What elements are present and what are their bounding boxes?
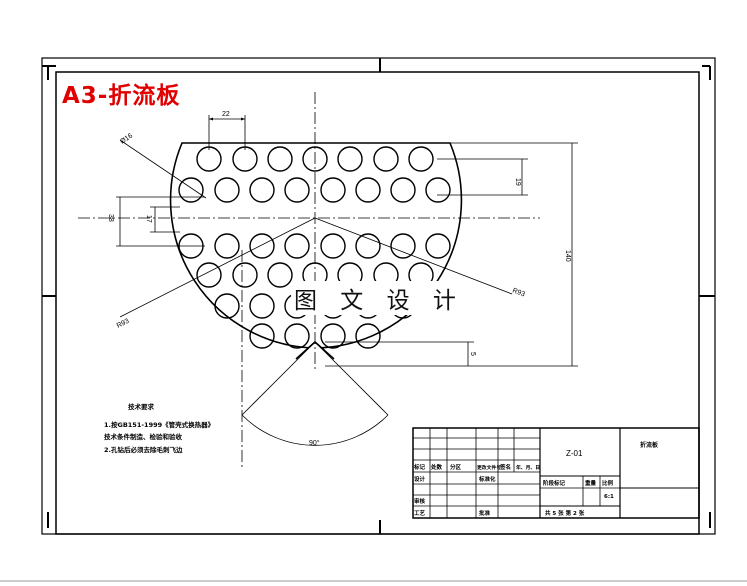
tube-hole <box>196 262 222 288</box>
tube-hole <box>249 177 275 203</box>
notes-line-1: 1.按GB151-1999《管壳式换热器》 <box>104 420 214 429</box>
tube-hole <box>178 177 204 203</box>
tube-hole <box>232 146 258 172</box>
tb-scale-value: 6:1 <box>604 494 614 500</box>
dim-row-pitch: 19 <box>514 178 521 186</box>
tube-hole <box>425 177 451 203</box>
tube-hole <box>196 146 222 172</box>
tube-hole <box>284 177 310 203</box>
tube-hole <box>408 146 434 172</box>
dim-hole-dia: Ø16 <box>119 132 134 145</box>
dim-left-inner: 17 <box>145 215 152 223</box>
tb-h-zone: 分区 <box>450 463 462 471</box>
tube-hole <box>355 233 381 259</box>
tb-part-name: 折流板 <box>640 441 659 449</box>
tube-hole <box>337 146 363 172</box>
tube-hole <box>320 323 346 349</box>
dimension-lines <box>116 115 578 446</box>
watermark-text: 图 文 设 计 <box>291 281 467 315</box>
technical-notes: 技术要求 1.按GB151-1999《管壳式换热器》 技术条件制造、检验和验收 … <box>104 402 214 454</box>
tb-h-date: 年、月、日 <box>516 464 540 471</box>
tb-drawing-no: Z-01 <box>566 449 583 458</box>
tube-hole <box>373 146 399 172</box>
tb-h-docno: 更改文件号 <box>477 464 501 471</box>
tb-r-scale: 比例 <box>602 479 614 487</box>
tb-h-mark: 标记 <box>413 463 426 471</box>
dim-angle: 90° <box>309 439 320 447</box>
notes-line-3: 2.孔钻后必须去除毛刺飞边 <box>104 445 183 454</box>
dim-radius-right: R93 <box>511 287 526 298</box>
tube-hole <box>425 233 451 259</box>
tube-hole <box>214 177 240 203</box>
tube-hole <box>390 177 416 203</box>
title-block <box>412 427 700 519</box>
tube-hole <box>267 146 293 172</box>
tube-hole <box>249 323 275 349</box>
tube-hole <box>302 146 328 172</box>
tb-r-approve: 批准 <box>479 509 491 517</box>
baffle-plate-outline <box>169 142 463 349</box>
drawing-title: A3-折流板 <box>62 83 181 109</box>
tube-hole <box>284 233 310 259</box>
dim-radius-left: R93 <box>116 318 131 330</box>
tube-hole <box>214 293 240 319</box>
tb-r-stage: 阶段标记 <box>543 479 566 487</box>
frame-ticks <box>42 58 715 534</box>
dim-left-outer: 38 <box>107 214 114 222</box>
tube-hole <box>355 323 381 349</box>
dim-pitch-top: 22 <box>222 111 230 118</box>
tube-hole <box>390 233 416 259</box>
tube-hole <box>249 293 275 319</box>
notes-line-2: 技术条件制造、检验和验收 <box>104 432 183 441</box>
inner-frame <box>55 71 700 535</box>
tube-hole <box>232 262 258 288</box>
tb-r-process: 工艺 <box>414 509 426 517</box>
tube-hole <box>355 177 381 203</box>
tb-r-check: 审核 <box>414 497 426 505</box>
title-block-texts: 标记 处数 分区 更改文件号 签名 年、月、日 设计 标准化 阶段标记 重量 比… <box>413 441 659 517</box>
tube-hole <box>284 323 310 349</box>
tube-hole <box>267 262 293 288</box>
notes-heading: 技术要求 <box>128 402 155 411</box>
tube-hole <box>249 233 275 259</box>
tb-r-std: 标准化 <box>478 475 496 483</box>
tb-h-count: 处数 <box>430 463 443 471</box>
tb-r-design: 设计 <box>414 475 426 483</box>
dim-height-total: 140 <box>564 250 571 262</box>
tube-hole <box>320 233 346 259</box>
tb-sheets: 共 5 张 第 2 张 <box>545 509 585 517</box>
dim-bottom-gap: 5 <box>469 352 476 356</box>
tube-hole <box>320 177 346 203</box>
tube-holes <box>178 117 451 349</box>
tb-h-sign: 签名 <box>499 463 511 471</box>
tube-hole <box>214 233 240 259</box>
tb-r-weight: 重量 <box>585 479 597 487</box>
